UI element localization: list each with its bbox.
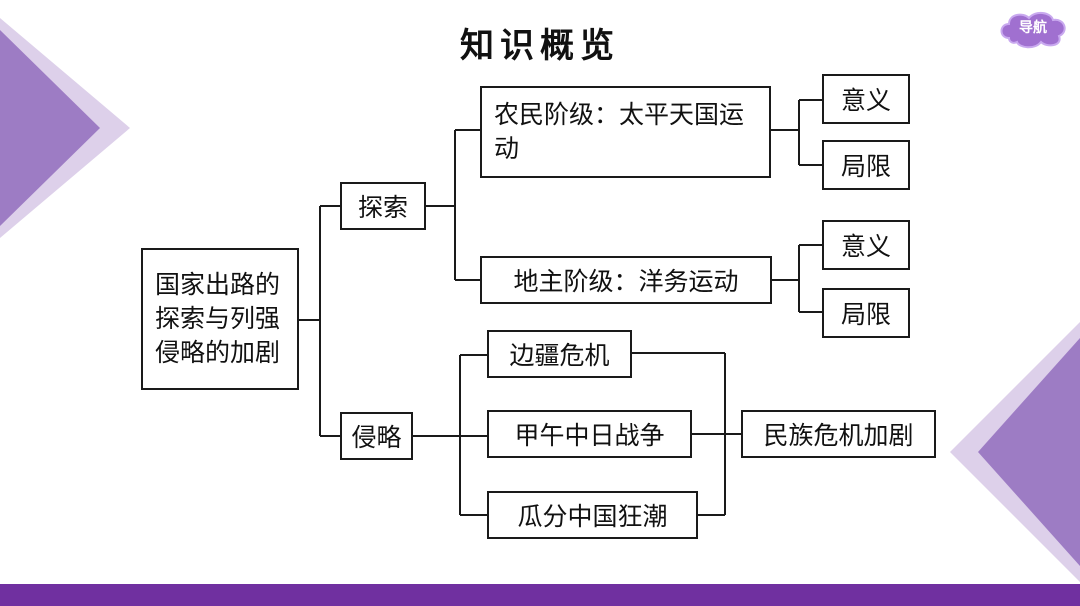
peasant-node: 农民阶级：太平天国运动 (480, 86, 771, 178)
national-crisis-node-label: 民族危机加剧 (763, 421, 914, 450)
limitation-node-2: 局限 (822, 288, 910, 338)
invade-node: 侵略 (340, 412, 413, 460)
national-crisis-node: 民族危机加剧 (741, 410, 936, 458)
significance-node-2-label: 意义 (840, 232, 891, 261)
landlord-node-label: 地主阶级：洋务运动 (513, 267, 739, 296)
nav-button[interactable]: 导航 (997, 8, 1069, 50)
partition-node: 瓜分中国狂潮 (487, 491, 698, 539)
invade-node-label: 侵略 (351, 423, 402, 452)
significance-node-2: 意义 (822, 220, 910, 270)
limitation-node-2-label: 局限 (840, 300, 891, 329)
explore-node-label: 探索 (357, 193, 408, 222)
significance-node-1: 意义 (822, 74, 910, 124)
frontier-crisis-node-label: 边疆危机 (509, 341, 610, 370)
nav-label: 导航 (1019, 20, 1047, 36)
landlord-node: 地主阶级：洋务运动 (480, 256, 772, 304)
frontier-crisis-node: 边疆危机 (487, 330, 632, 378)
peasant-node-label: 农民阶级：太平天国运动 (494, 100, 745, 163)
significance-node-1-label: 意义 (840, 86, 891, 115)
jiawu-war-node-label: 甲午中日战争 (514, 421, 665, 450)
root-node-label: 国家出路的探索与列强侵略的加剧 (155, 270, 281, 367)
limitation-node-1-label: 局限 (840, 152, 891, 181)
jiawu-war-node: 甲午中日战争 (487, 410, 692, 458)
explore-node: 探索 (340, 182, 426, 230)
limitation-node-1: 局限 (822, 140, 910, 190)
cloud-icon (1000, 12, 1066, 49)
bottom-bar (0, 584, 1080, 606)
partition-node-label: 瓜分中国狂潮 (517, 502, 668, 531)
page-title: 知识概览 (460, 26, 620, 66)
root-node: 国家出路的探索与列强侵略的加剧 (141, 248, 299, 390)
